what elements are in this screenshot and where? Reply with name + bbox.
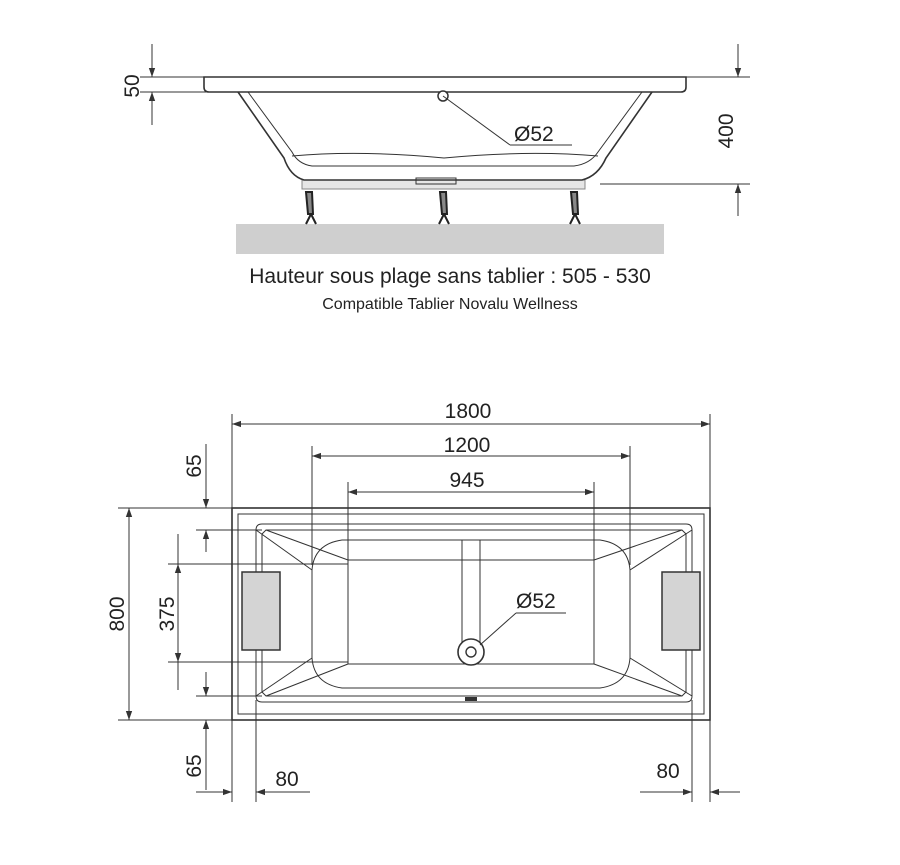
- headrest-left: [241, 571, 281, 651]
- floor-slab: [236, 224, 664, 254]
- headrest-right: [661, 571, 701, 651]
- tub-side-outline: [203, 76, 687, 185]
- dim-right-margin: 80: [640, 700, 740, 802]
- dim-bottom-margin: 65: [183, 672, 262, 790]
- side-rim-dim: 50: [121, 44, 212, 125]
- svg-text:80: 80: [275, 768, 298, 791]
- caption-compatibility: Compatible Tablier Novalu Wellness: [322, 296, 578, 313]
- dim-total-length: 1800: [231, 400, 711, 508]
- side-height-dim: 400: [600, 44, 750, 216]
- dim-bottom-length: 945: [347, 469, 595, 560]
- svg-text:65: 65: [183, 454, 206, 477]
- dim-bottom-width: 375: [156, 534, 348, 690]
- side-view: Ø52 50 400 Hauteur sous plage sans tabli…: [121, 44, 750, 313]
- svg-text:80: 80: [656, 760, 679, 783]
- caption-height: Hauteur sous plage sans tablier : 505 - …: [249, 265, 651, 288]
- svg-text:65: 65: [183, 754, 206, 777]
- dim-total-width: 800: [106, 507, 232, 721]
- svg-text:1800: 1800: [445, 400, 492, 423]
- svg-text:800: 800: [106, 596, 129, 631]
- dim-top-margin: 65: [183, 444, 262, 552]
- dim-inner-length: 1200: [311, 434, 631, 565]
- top-view: Ø52 1800 1200 945 800: [106, 400, 740, 802]
- svg-text:50: 50: [121, 74, 144, 97]
- svg-text:400: 400: [715, 113, 738, 148]
- svg-text:1200: 1200: [444, 434, 491, 457]
- svg-text:375: 375: [156, 596, 179, 631]
- tub-feet: [301, 179, 586, 225]
- svg-text:945: 945: [449, 469, 484, 492]
- top-drain-dim: Ø52: [516, 590, 556, 613]
- dim-left-margin: 80: [196, 700, 310, 802]
- side-drain-dim: Ø52: [514, 123, 554, 146]
